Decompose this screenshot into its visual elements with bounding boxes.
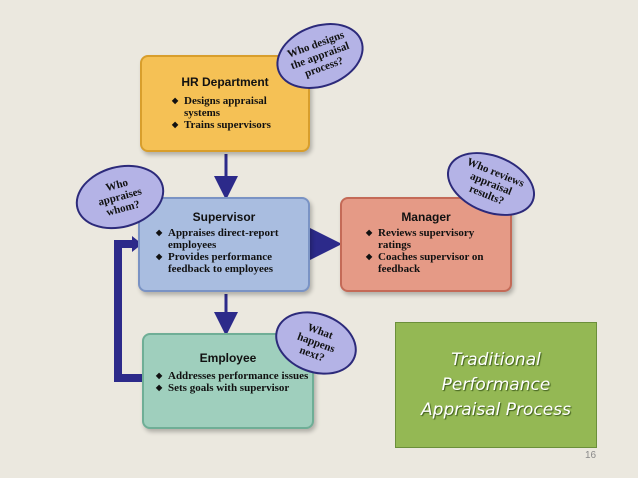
caption-box: Traditional Performance Appraisal Proces… [395, 322, 597, 448]
employee-item: Addresses performance issues [156, 370, 314, 382]
supervisor-title: Supervisor [192, 210, 256, 224]
supervisor-item: Provides performance feedback to employe… [156, 251, 306, 275]
arrow-employee-loop-to-supervisor [114, 240, 142, 382]
manager-title: Manager [401, 210, 451, 224]
caption-text: Traditional Performance Appraisal Proces… [421, 349, 571, 420]
hr-title: HR Department [181, 75, 269, 89]
bubble-who-designs-text: Who designs the appraisal process? [285, 28, 351, 80]
bubble-what-next-text: What happens next? [295, 321, 337, 365]
employee-title: Employee [199, 351, 257, 365]
hr-department-box: HR Department Designs appraisal systems … [140, 55, 310, 152]
hr-item: Designs appraisal systems [172, 95, 302, 119]
hr-item: Trains supervisors [172, 119, 302, 131]
employee-item: Sets goals with supervisor [156, 382, 314, 394]
manager-item: Reviews supervisory ratings [366, 227, 506, 251]
bubble-who-appraises-text: Who appraises whom? [96, 176, 144, 219]
page-number: 16 [585, 450, 597, 461]
manager-item: Coaches supervisor on feedback [366, 251, 506, 275]
bubble-who-reviews-text: Who reviews appraisal results? [465, 155, 526, 208]
supervisor-item: Appraises direct-report employees [156, 227, 306, 251]
supervisor-box: Supervisor Appraises direct-report emplo… [138, 197, 310, 292]
manager-box: Manager Reviews supervisory ratings Coac… [340, 197, 512, 292]
